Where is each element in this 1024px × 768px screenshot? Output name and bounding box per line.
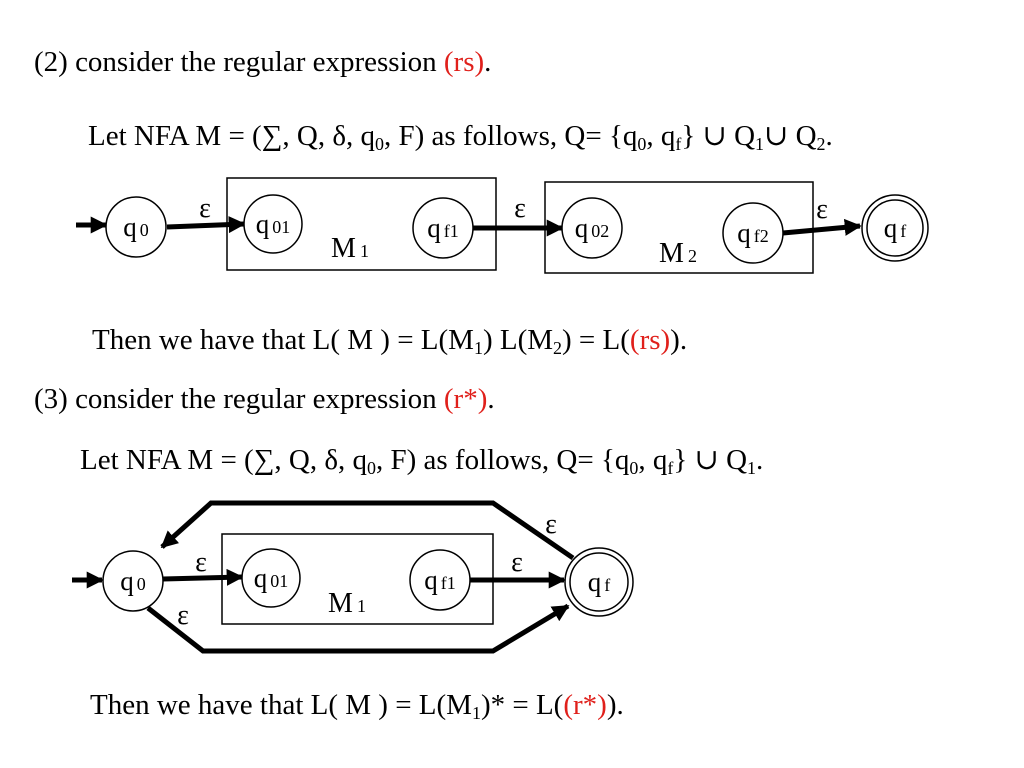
section3-conclusion: Then we have that L( M ) = L(M1)* = L((r… <box>90 689 624 724</box>
state-q0 <box>105 196 167 258</box>
epsilon-transition-q0-q01-star <box>162 568 244 586</box>
epsilon-label-back: ε <box>545 509 557 540</box>
epsilon-transition-qf2-qf <box>782 218 862 236</box>
state-qf-star-inner <box>569 552 629 612</box>
section3-heading-expr: (r*) <box>443 383 488 415</box>
state-q01 <box>243 194 303 254</box>
section2-heading: (2) consider the regular expression (rs)… <box>34 46 492 78</box>
state-qf-outer <box>861 194 929 262</box>
epsilon-loop-qf-to-q0 <box>160 500 575 561</box>
section2-conclusion: Then we have that L( M ) = L(M1) L(M2) =… <box>92 324 688 359</box>
epsilon-label-3: ε <box>816 194 828 225</box>
section2-conclusion-expr: (rs) <box>629 324 671 356</box>
state-qf1 <box>412 197 474 259</box>
state-qf-star-outer <box>564 547 634 617</box>
section3-heading: (3) consider the regular expression (r*)… <box>34 383 495 415</box>
epsilon-label-out: ε <box>511 547 523 578</box>
state-qf-inner <box>866 199 924 257</box>
epsilon-label-in: ε <box>195 547 207 578</box>
section2-heading-expr: (rs) <box>443 46 485 78</box>
state-qf2 <box>722 202 784 264</box>
state-q01-star <box>241 548 301 608</box>
state-q02 <box>561 197 623 259</box>
epsilon-transition-q0-q01 <box>166 216 246 234</box>
section2-definition: Let NFA M = (∑, Q, δ, q0, F) as follows,… <box>88 120 833 155</box>
epsilon-skip-q0-to-qf <box>146 603 570 654</box>
epsilon-label-2: ε <box>514 193 526 224</box>
state-q0-star <box>102 550 164 612</box>
section3-conclusion-expr: (r*) <box>563 689 607 721</box>
state-qf1-star <box>409 549 471 611</box>
epsilon-label-skip: ε <box>177 600 189 631</box>
section3-definition: Let NFA M = (∑, Q, δ, q0, F) as follows,… <box>80 444 764 479</box>
epsilon-label-1: ε <box>199 193 211 224</box>
